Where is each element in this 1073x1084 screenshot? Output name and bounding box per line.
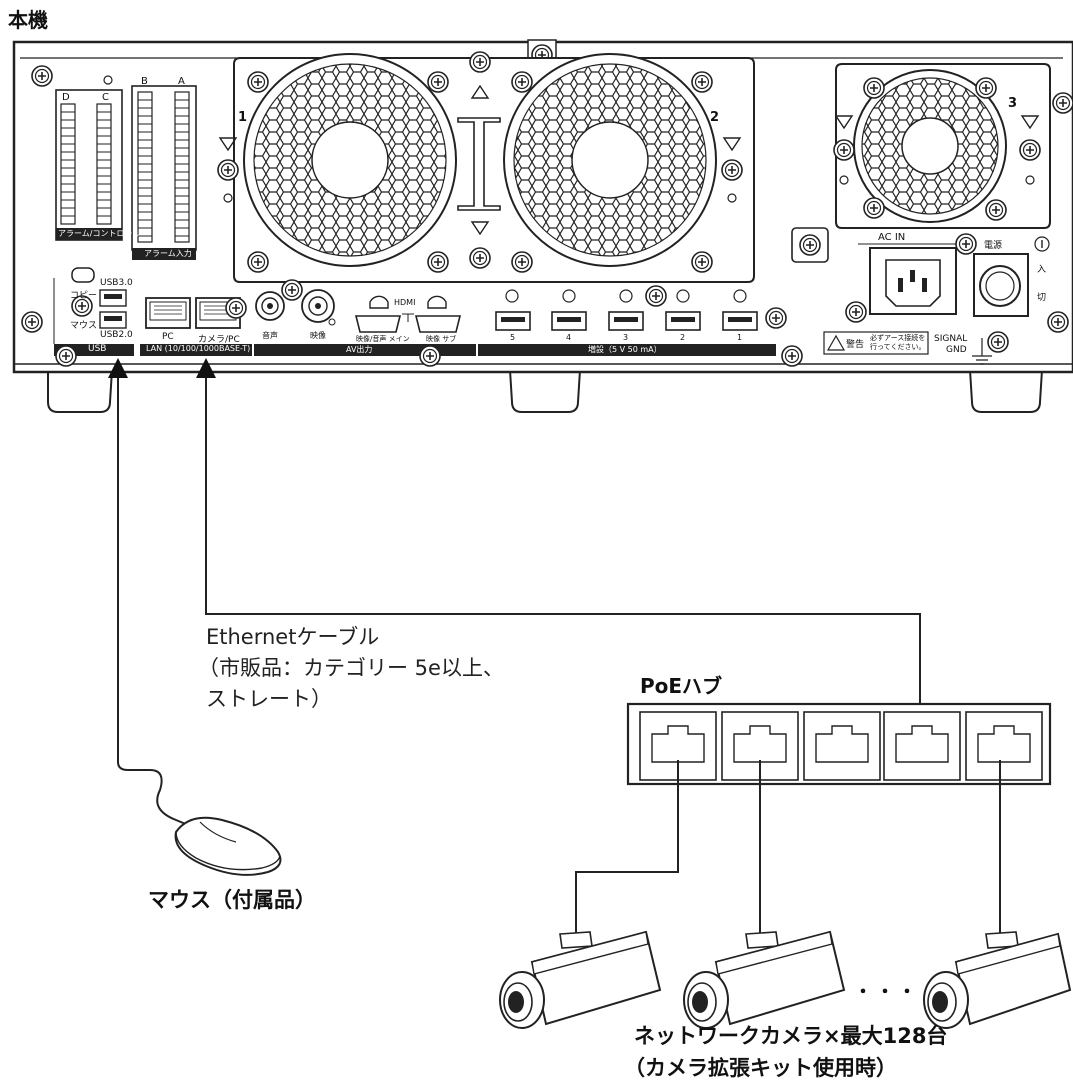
- usb30-label: USB3.0: [100, 278, 133, 288]
- fan-panel-main: [217, 51, 755, 283]
- warning-text-1: 必ずアース接続を: [870, 334, 926, 342]
- alarm-label-a: A: [178, 76, 185, 87]
- video-label: 映像: [310, 331, 326, 340]
- ac-in-label: AC IN: [878, 232, 906, 243]
- lan-connection-arrow: [196, 358, 216, 378]
- lan-group-label: LAN (10/100/1000BASE-T): [146, 344, 251, 353]
- camera-caption-line-2: （カメラ拡張キット使用時）: [624, 1056, 897, 1080]
- alarm-label-c: C: [102, 92, 109, 103]
- page-title: 本機: [8, 8, 48, 32]
- fan-panel-right: [833, 63, 1051, 229]
- lan-port-group: [140, 297, 252, 356]
- hdmi-sub-label: 映像 サブ: [426, 335, 457, 343]
- ext-port-5: 5: [510, 333, 516, 342]
- mouse-cable: [117, 372, 201, 831]
- fan-number-3: 3: [1008, 96, 1018, 111]
- usb-port-group: [53, 278, 134, 367]
- power-on-label: 入: [1037, 265, 1047, 275]
- power-switch: [955, 233, 1050, 317]
- ac-inlet: [858, 243, 960, 315]
- camera-1: [499, 930, 662, 1029]
- camera-caption-line-1: ネットワークカメラ×最大128台: [634, 1024, 948, 1048]
- power-off-label: 切: [1037, 293, 1047, 303]
- usb20-label: USB2.0: [100, 330, 133, 340]
- ext-port-1: 1: [737, 333, 743, 342]
- mouse-illustration: [174, 816, 282, 876]
- mouse-caption: マウス（付属品）: [148, 888, 316, 912]
- ethernet-caption-line-2: （市販品：カテゴリー 5e以上、: [198, 656, 504, 680]
- alarm-input-label: アラーム入力: [144, 249, 192, 258]
- ethernet-caption-line-1: Ethernetケーブル: [206, 625, 380, 649]
- ethernet-cable-caption: Ethernetケーブル （市販品：カテゴリー 5e以上、 ストレート）: [198, 622, 504, 715]
- av-out-label: AV出力: [346, 345, 373, 354]
- signal-gnd-label-2: GND: [946, 345, 967, 355]
- fan-number-1: 1: [238, 110, 248, 125]
- usb-group-label: USB: [88, 344, 107, 354]
- hdmi-main-label: 映像/音声 メイン: [356, 335, 410, 343]
- av-output-group: [254, 279, 667, 367]
- camera-2: [683, 930, 846, 1029]
- ext-port-2: 2: [680, 333, 686, 342]
- alarm-label-d: D: [62, 92, 70, 103]
- ext-port-3: 3: [623, 333, 629, 342]
- warning-label: 警告: [846, 340, 865, 350]
- mouse-port-label: マウス: [70, 321, 98, 331]
- power-label: 電源: [984, 241, 1003, 251]
- poe-hub-label: PoEハブ: [640, 674, 723, 698]
- camera-3: [923, 931, 1072, 1029]
- copy-label: コピー: [70, 291, 98, 301]
- hdmi-label: HDMI: [394, 298, 416, 307]
- warning-text-2: 行ってください。: [870, 343, 926, 351]
- alarm-terminal-blocks: [55, 75, 197, 283]
- ext-port-4: 4: [566, 333, 572, 342]
- alarm-control-label: アラーム/コントロール: [58, 229, 141, 238]
- lan-camera-label: カメラ/PC: [198, 335, 240, 345]
- lan-pc-label: PC: [162, 332, 174, 342]
- usb-connection-arrow: [108, 358, 128, 378]
- poe-hub: [626, 702, 1052, 786]
- fan-number-2: 2: [710, 110, 720, 125]
- camera-caption: ネットワークカメラ×最大128台 （カメラ拡張キット使用時）: [624, 1020, 948, 1084]
- ext-group-label: 増設（5 V 50 mA）: [588, 345, 662, 354]
- extension-usb-group: [478, 289, 803, 367]
- signal-gnd-label-1: SIGNAL: [934, 334, 968, 344]
- alarm-label-b: B: [141, 76, 148, 87]
- ethernet-caption-line-3: ストレート）: [206, 687, 332, 711]
- recorder-rear-panel: [12, 39, 1073, 413]
- audio-label: 音声: [262, 331, 278, 340]
- camera-ellipsis: ・・・: [854, 982, 920, 1003]
- camera-cables: [575, 760, 1001, 936]
